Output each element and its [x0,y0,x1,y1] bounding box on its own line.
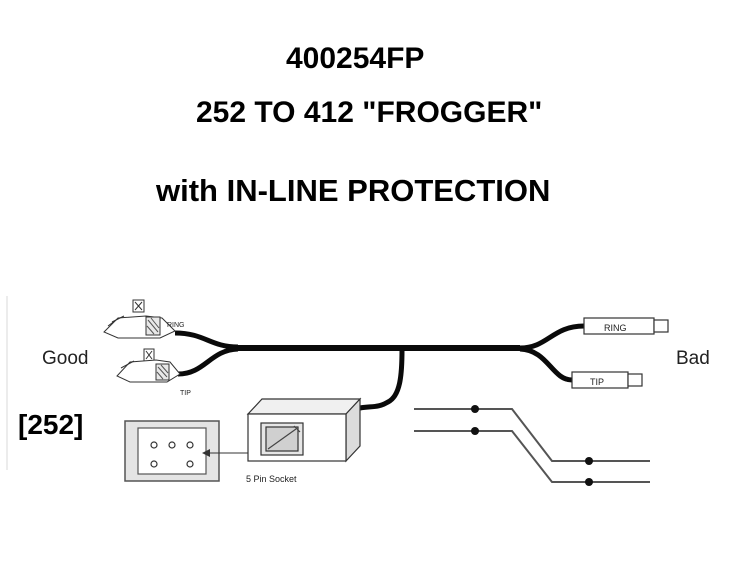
ring-plug-label: RING [604,323,627,333]
pin-hole [168,441,176,449]
tip-plug [571,371,643,389]
main-cable [174,323,585,411]
junction-dot [471,405,479,413]
code-label: [252] [18,409,83,440]
five-pin-socket [246,397,362,463]
tip-plug-label: TIP [590,377,604,387]
five-pin-face [124,420,220,482]
product-name-title: 252 TO 412 "FROGGER" [196,96,543,129]
crossover-schematic [414,408,650,483]
bad-label: Bad [676,348,710,369]
ring-clip-label: RING [167,322,185,329]
pin-hole [150,441,158,449]
pointer-arrow [202,449,248,457]
tip-clip-label: TIP [180,390,191,397]
socket-label: 5 Pin Socket [246,474,297,484]
junction-dots [471,405,593,486]
tip-alligator-clip [116,348,181,383]
pin-hole [186,441,194,449]
junction-dot [585,478,593,486]
pin-hole [186,460,194,468]
ring-plug [583,317,669,335]
protection-subtitle: with IN-LINE PROTECTION [156,173,551,208]
pin-hole [150,460,158,468]
part-number-title: 400254FP [286,42,425,75]
ring-alligator-clip [103,299,176,339]
junction-dot [585,457,593,465]
good-label: Good [42,348,88,369]
junction-dot [471,427,479,435]
